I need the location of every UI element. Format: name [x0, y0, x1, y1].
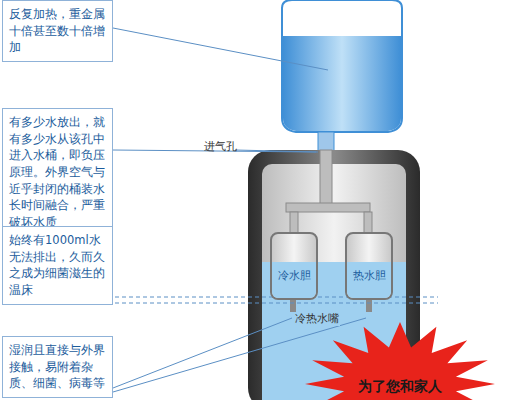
callout-text: 始终有1000ml水无法排出，久而久之成为细菌滋生的温床 [9, 232, 106, 299]
air-hole-label: 进气孔 [204, 140, 237, 154]
slogan-text: 为了您和家人 [300, 378, 500, 396]
callout-text: 有多少水放出，就有多少水从该孔中进入水桶，即负压原理。外界空气与近乎封闭的桶装水… [9, 114, 106, 231]
callout-box: 反复加热，重金属十倍甚至数十倍增加 [2, 0, 113, 62]
callout-text: 反复加热，重金属十倍甚至数十倍增加 [9, 6, 106, 56]
hot-tank: 热水胆 [345, 232, 393, 300]
callout-box: 湿润且直接与外界接触，易附着杂质、细菌、病毒等 [2, 336, 113, 398]
callout-box: 始终有1000ml水无法排出，久而久之成为细菌滋生的温床 [2, 226, 113, 305]
callout-box: 有多少水放出，就有多少水从该孔中进入水桶，即负压原理。外界空气与近乎封闭的桶装水… [2, 108, 113, 237]
cold-tank: 冷水胆 [270, 232, 318, 300]
tank-label: 冷水胆 [278, 269, 311, 282]
red-starburst: 为了您和家人 [300, 322, 500, 400]
tank-label: 热水胆 [353, 269, 386, 282]
callout-text: 湿润且直接与外界接触，易附着杂质、细菌、病毒等 [9, 342, 106, 392]
nozzle-label: 冷热水嘴 [294, 312, 340, 326]
